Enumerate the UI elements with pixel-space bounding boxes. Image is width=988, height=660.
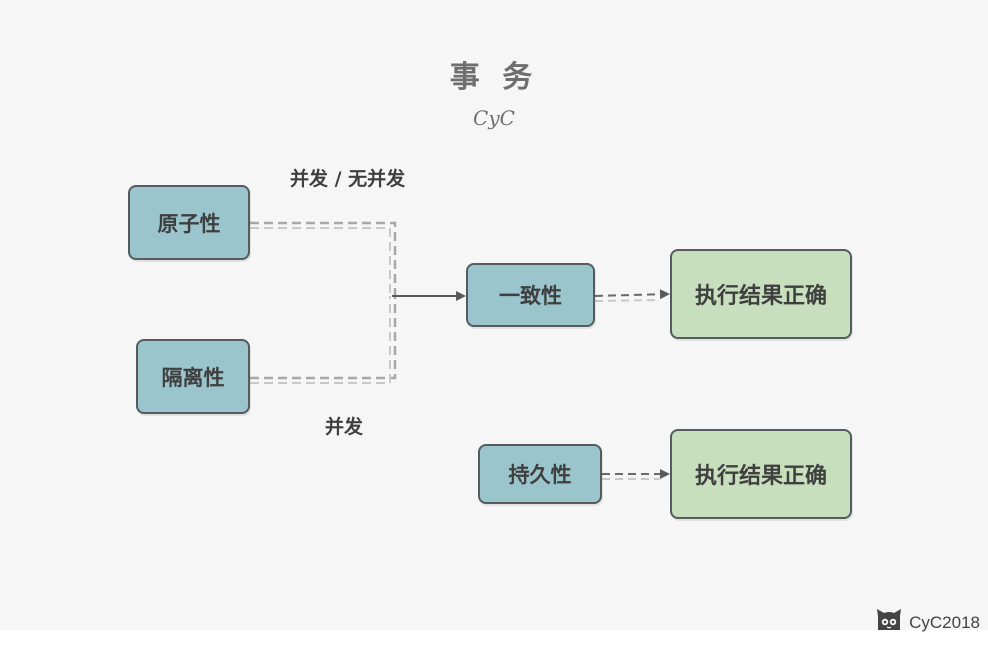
- diagram-title: 事 务: [449, 60, 539, 95]
- edge-label-top: 并发 / 无并发: [290, 168, 406, 190]
- diagram-subtitle: CyC: [473, 106, 515, 130]
- node-durability: 持久性: [478, 444, 602, 504]
- github-cat-icon: [875, 608, 903, 637]
- node-consistency: 一致性: [466, 263, 595, 327]
- watermark: CyC2018: [875, 608, 980, 637]
- node-result-bottom: 执行结果正确: [670, 429, 852, 519]
- edge-label-bottom: 并发: [325, 416, 364, 438]
- node-result-top: 执行结果正确: [670, 249, 852, 339]
- watermark-text: CyC2018: [909, 612, 980, 632]
- node-atomicity: 原子性: [128, 185, 250, 260]
- node-isolation: 隔离性: [136, 339, 250, 414]
